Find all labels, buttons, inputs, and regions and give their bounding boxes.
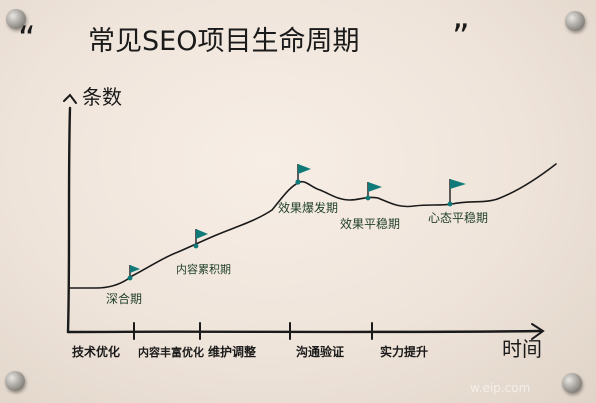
x-axis [66,329,544,334]
phase-dividers [133,322,373,340]
flag-icon [365,182,382,201]
title-quote-close: ” [452,17,470,57]
x-axis-label: 时间 [502,337,542,361]
pushpin-icon [565,11,585,31]
y-axis [66,106,72,334]
milestone-label: 效果平稳期 [340,216,400,231]
y-axis-label: 条数 [82,85,122,109]
flag-icon [295,164,311,185]
pushpin-icon [6,9,26,29]
milestone-label: 心态平稳期 [428,210,488,225]
pushpin-icon [562,373,582,393]
phase-label: 技术优化 [72,344,120,359]
milestone-label: 深合期 [106,291,142,306]
flag-icon [447,179,466,207]
phase-label: 实力提升 [380,344,428,359]
lifecycle-curve [69,163,557,289]
title-quote-open: “ [18,19,36,59]
watermark-text: w.eip.com [470,381,530,395]
milestone-label: 效果爆发期 [278,200,338,215]
flag-icon [193,229,208,249]
phase-label: 沟通验证 [296,344,344,359]
phase-label: 维护调整 [208,344,256,359]
pushpin-icon [5,371,25,391]
phase-label: 内容丰富优化 [138,345,204,359]
milestone-label: 内容累积期 [176,262,231,276]
flag-icon [127,265,140,281]
y-axis-arrow [63,93,77,104]
diagram-title: 常见SEO项目生命周期 [88,26,359,57]
x-axis-arrow [531,323,545,340]
